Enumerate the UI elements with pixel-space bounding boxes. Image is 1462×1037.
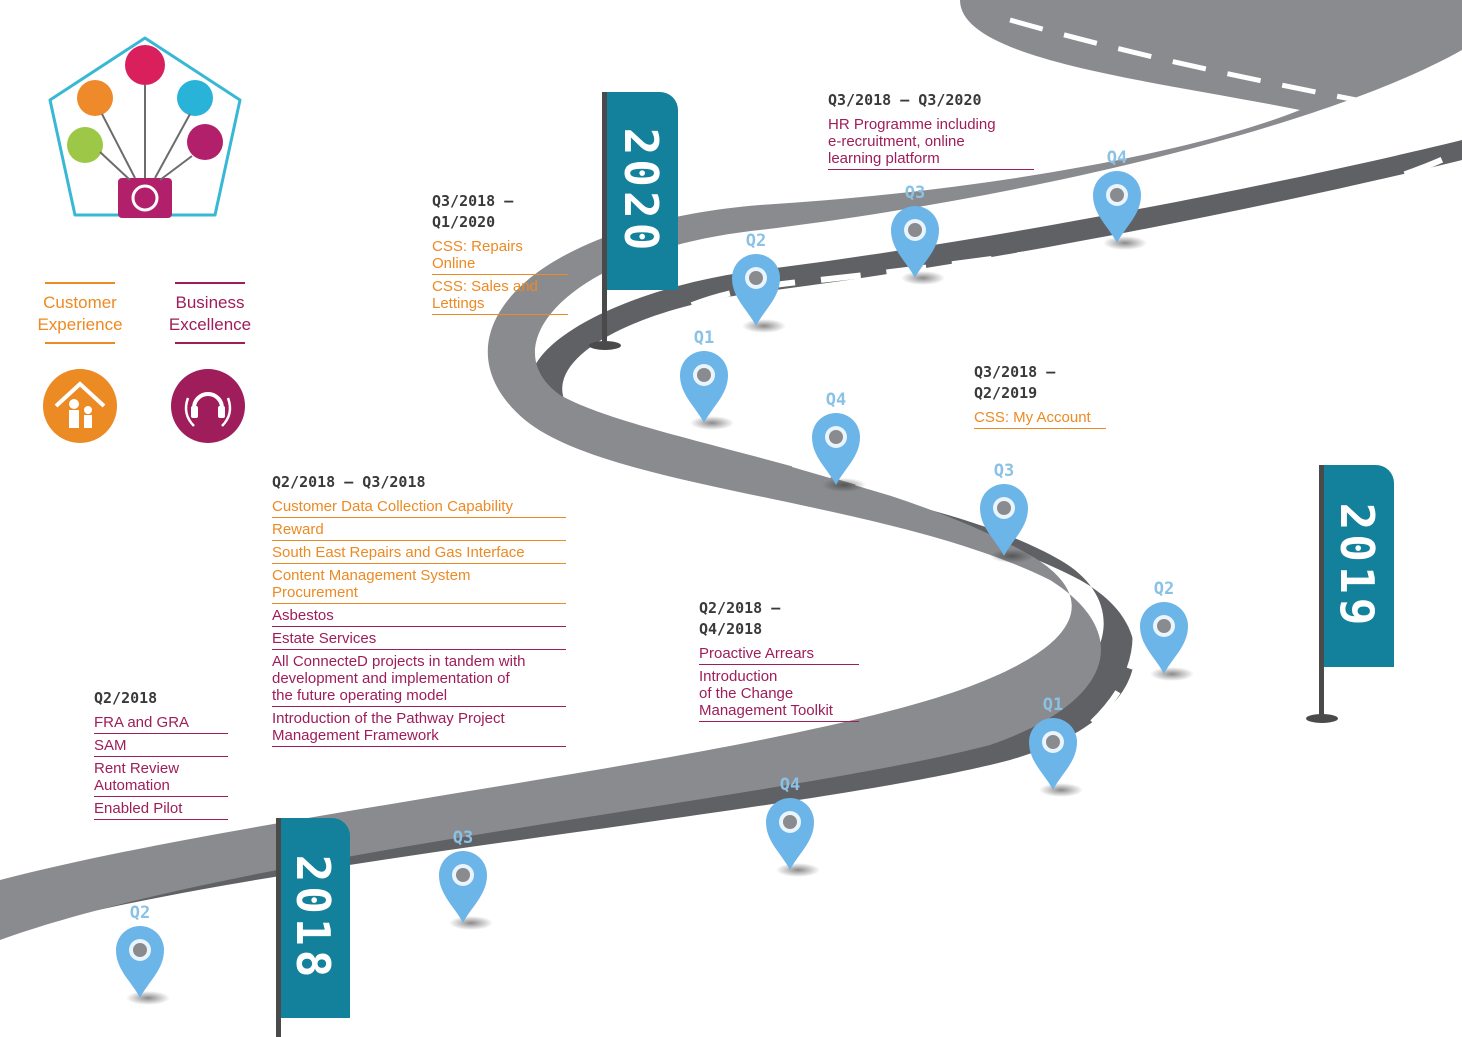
- milestone-label: Q2: [130, 903, 150, 923]
- milestone-label: Q3: [994, 461, 1014, 481]
- block-item: CSS: My Account: [974, 406, 1106, 429]
- milestone-label: Q3: [453, 828, 473, 848]
- location-pin-icon: [116, 926, 164, 998]
- road-top-dashes: [1009, 17, 1462, 123]
- milestone-label: Q2: [746, 231, 766, 251]
- location-pin-icon: [1029, 718, 1077, 790]
- location-pin-icon: [1140, 602, 1188, 674]
- block-item: SAM: [94, 734, 228, 757]
- block-item: Asbestos: [272, 604, 566, 627]
- legend-customer-experience-label: Customer Experience: [37, 293, 123, 334]
- milestone-pin: Q3: [980, 461, 1034, 563]
- milestone-pin: Q3: [439, 828, 493, 930]
- flag-2020-pole: [602, 92, 607, 344]
- block-item: All ConnecteD projects in tandem with de…: [272, 650, 566, 707]
- location-pin-icon: [812, 413, 860, 485]
- block-q3-2018-q2-2019: Q3/2018 – Q2/2019 CSS: My Account: [974, 362, 1106, 429]
- milestone-pin: Q4: [812, 390, 866, 492]
- location-pin-icon: [680, 351, 728, 423]
- block-q2-2018-q3-2018: Q2/2018 – Q3/2018 Customer Data Collecti…: [272, 472, 566, 747]
- milestone-pin: Q1: [1029, 695, 1083, 797]
- block-item: Proactive Arrears: [699, 642, 859, 665]
- milestone-label: Q4: [780, 775, 800, 795]
- flag-2019-base: [1306, 714, 1338, 723]
- milestone-label: Q4: [826, 390, 846, 410]
- milestone-pin: Q2: [732, 231, 786, 333]
- location-pin-icon: [891, 206, 939, 278]
- block-item: Introduction of the Change Management To…: [699, 665, 859, 722]
- milestone-pin: Q2: [1140, 579, 1194, 681]
- block-item: CSS: Repairs Online: [432, 235, 568, 275]
- block-title: Q2/2018 – Q3/2018: [272, 473, 426, 491]
- location-pin-icon: [732, 254, 780, 326]
- location-pin-icon: [1093, 171, 1141, 243]
- block-item: CSS: Sales and Lettings: [432, 275, 568, 315]
- milestone-label: Q1: [694, 328, 714, 348]
- block-item: Rent Review Automation: [94, 757, 228, 797]
- legend-business-excellence-label: Business Excellence: [168, 293, 252, 334]
- location-pin-icon: [439, 851, 487, 923]
- flag-2020-base: [589, 341, 621, 350]
- block-q3-2018-q1-2020: Q3/2018 – Q1/2020 CSS: Repairs Online CS…: [432, 191, 568, 315]
- milestone-label: Q1: [1043, 695, 1063, 715]
- digital-strategy-logo: [48, 36, 242, 218]
- milestone-pin: Q2: [116, 903, 170, 1005]
- flag-2020: 2020: [604, 92, 678, 290]
- block-item: Estate Services: [272, 627, 566, 650]
- flag-2019-year: 2019: [1330, 502, 1384, 630]
- flag-2019-pole: [1319, 465, 1324, 720]
- milestone-label: Q2: [1154, 579, 1174, 599]
- block-q2-2018: Q2/2018 FRA and GRA SAM Rent Review Auto…: [94, 688, 228, 820]
- block-item: Enabled Pilot: [94, 797, 228, 820]
- flag-2018-pole: [276, 818, 281, 1037]
- road-surface: [0, 0, 1462, 940]
- road-center-line: [18, 147, 1462, 1033]
- location-pin-icon: [980, 484, 1028, 556]
- block-item: Customer Data Collection Capability: [272, 495, 566, 518]
- block-title: Q3/2018 – Q1/2020: [432, 192, 514, 231]
- milestone-label: Q4: [1107, 148, 1127, 168]
- block-title: Q2/2018: [94, 689, 158, 707]
- block-item: South East Repairs and Gas Interface: [272, 541, 566, 564]
- business-headset-laurel-icon: [171, 369, 245, 443]
- block-title: Q3/2018 – Q2/2019: [974, 363, 1056, 402]
- flag-2018: 2018: [276, 818, 350, 1018]
- block-item: Reward: [272, 518, 566, 541]
- milestone-pin: Q4: [1093, 148, 1147, 250]
- block-item: Content Management System Procurement: [272, 564, 566, 604]
- location-pin-icon: [766, 798, 814, 870]
- block-title: Q3/2018 – Q3/2020: [828, 91, 982, 109]
- flag-2018-year: 2018: [286, 854, 340, 982]
- block-item: Introduction of the Pathway Project Mana…: [272, 707, 566, 747]
- block-q3-2018-q3-2020: Q3/2018 – Q3/2020 HR Programme including…: [828, 90, 1034, 170]
- block-item: HR Programme including e-recruitment, on…: [828, 113, 1034, 170]
- customer-house-icon: [43, 369, 117, 443]
- milestone-label: Q3: [905, 183, 925, 203]
- milestone-pin: Q3: [891, 183, 945, 285]
- flag-2019: 2019: [1320, 465, 1394, 667]
- milestone-pin: Q4: [766, 775, 820, 877]
- block-title: Q2/2018 – Q4/2018: [699, 599, 781, 638]
- legend-customer-experience: Customer Experience: [35, 282, 125, 344]
- block-q2-2018-q4-2018: Q2/2018 – Q4/2018 Proactive Arrears Intr…: [699, 598, 859, 722]
- legend-business-excellence: Business Excellence: [160, 282, 260, 344]
- milestone-pin: Q1: [680, 328, 734, 430]
- block-item: FRA and GRA: [94, 711, 228, 734]
- flag-2020-year: 2020: [614, 127, 668, 255]
